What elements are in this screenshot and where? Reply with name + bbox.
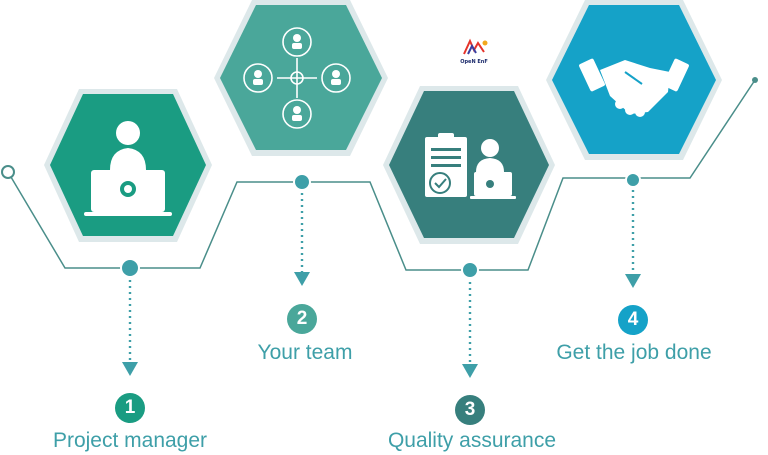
hexagon-project-manager (44, 89, 212, 242)
arrow-head-1 (122, 362, 138, 376)
logo-mark-icon (463, 38, 488, 55)
step-label-2: Your team (257, 341, 353, 364)
marker-dot-1 (120, 258, 140, 278)
hexagon-your-team (214, 0, 388, 156)
qa-checklist-icon (425, 133, 516, 199)
step-label-3: Quality assurance (387, 429, 557, 452)
brand-logo: OpeN EnF (456, 38, 492, 65)
arrow-head-3 (462, 364, 478, 378)
hexagon-get-the-job-done (546, 0, 722, 160)
hexagon-quality-assurance (383, 86, 555, 244)
step-number-4: 4 (618, 305, 648, 335)
step-label-4: Get the job done (556, 341, 712, 364)
arrow-head-4 (625, 274, 641, 288)
marker-dot-4 (625, 172, 641, 188)
step-number-3: 3 (455, 395, 485, 425)
step-label-1: Project manager (52, 429, 208, 452)
marker-dot-2 (293, 173, 311, 191)
arrow-head-2 (294, 272, 310, 286)
handshake-icon (579, 58, 689, 117)
end-dot (752, 77, 758, 83)
step-number-2: 2 (287, 304, 317, 334)
start-ring (1, 165, 15, 179)
step-number-1: 1 (115, 393, 145, 423)
marker-dot-3 (461, 261, 479, 279)
team-network-icon (243, 27, 351, 129)
logo-text: OpeN EnF (460, 59, 488, 65)
manager-laptop-icon (84, 121, 172, 216)
